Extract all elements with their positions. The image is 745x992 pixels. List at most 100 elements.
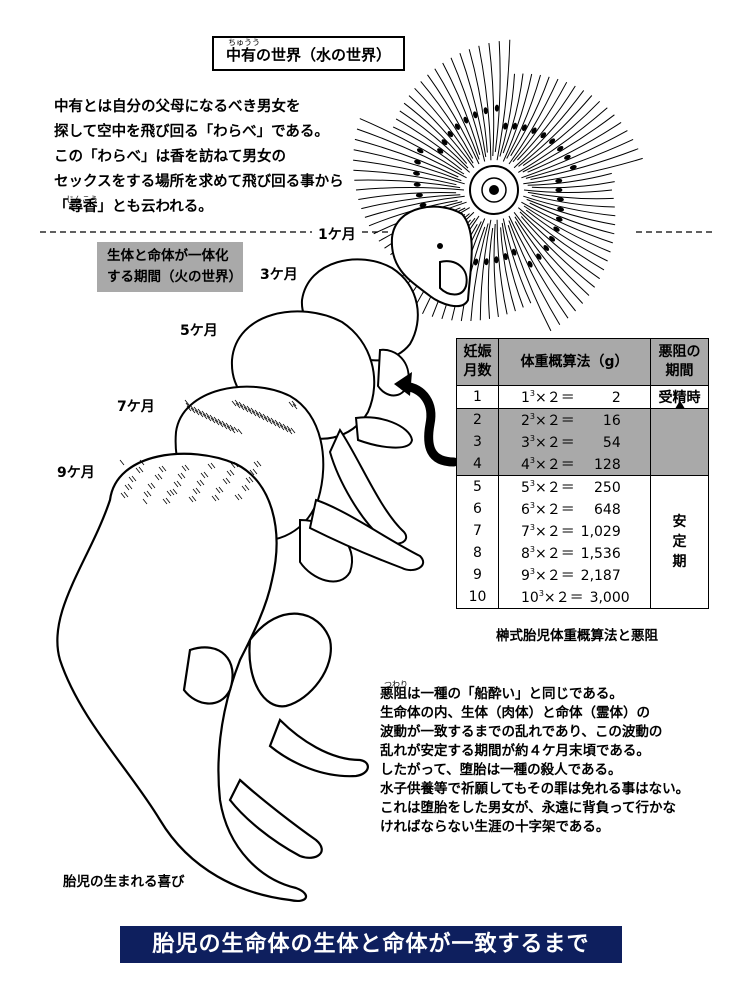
para-line-4: 乱れが安定する期間が約４ケ月末頃である。 xyxy=(380,743,650,759)
row-formula: 23×２＝16 xyxy=(498,408,651,431)
month-label-9: 9ケ月 xyxy=(57,465,95,481)
para-line-2: 生命体の内、生体（肉体）と命体（霊体）の xyxy=(380,705,650,721)
egg-cell-icon xyxy=(469,165,519,215)
para-line-5: したがって、堕胎は一種の殺人である。 xyxy=(380,762,622,778)
formula-value: 250 xyxy=(594,480,621,496)
footer-title: 胎児の生命体の生体と命体が一致するまで xyxy=(120,926,622,963)
formula-value: 128 xyxy=(594,457,621,473)
table-caption: 榊式胎児体重概算法と悪阻 xyxy=(496,628,658,644)
para-line-8: ければならない生涯の十字架である。 xyxy=(380,819,610,835)
formula-exponent: 3 xyxy=(529,567,536,576)
para-line-7: これは堕胎をした男女が、永遠に背負って行かな xyxy=(380,800,677,816)
water-ruby: ちゅうう xyxy=(228,38,260,47)
period-fertilization: 受精時 xyxy=(650,385,709,409)
period-stable-char: 安 xyxy=(672,514,687,530)
fire-world-box: 生体と命体が一体化 する期間（火の世界） xyxy=(97,242,243,292)
formula-value: 648 xyxy=(594,502,621,518)
formula-value: 2 xyxy=(611,390,621,406)
formula-exponent: 3 xyxy=(529,389,536,398)
arrow-head-icon xyxy=(394,372,412,396)
para-line-3: 波動が一致するまでの乱れであり、この波動の xyxy=(380,724,663,740)
fetus-hair-texture xyxy=(119,399,298,505)
row-formula: 83×２＝ 1,536 xyxy=(498,542,651,564)
formula-exponent: 3 xyxy=(529,412,536,421)
formula-exponent: 3 xyxy=(529,434,536,443)
fire-box-line-2: する期間（火の世界） xyxy=(107,269,242,285)
formula-base: 9 xyxy=(521,568,530,584)
row-formula: 33×２＝54 xyxy=(498,431,651,453)
header-formula: 体重概算法（g） xyxy=(498,338,651,386)
water-world-label: 中有の世界（水の世界） xyxy=(226,46,392,64)
period-stable-char: 定 xyxy=(672,534,687,550)
formula-operator: ×２＝ xyxy=(535,546,575,562)
intro-line-5: 「尋香」とも云われる。 xyxy=(54,199,213,215)
formula-value: 1,029 xyxy=(580,524,621,540)
formula-operator: ×２＝ xyxy=(543,590,584,606)
formula-operator: ×２＝ xyxy=(535,413,575,429)
row-month: 10 xyxy=(456,586,499,609)
row-formula: 63×２＝648 xyxy=(498,498,651,520)
month-label-5: 5ケ月 xyxy=(180,323,218,339)
formula-operator: ×２＝ xyxy=(535,568,575,584)
row-month: 1 xyxy=(456,385,499,409)
nausea-paragraph: つわり 悪阻は一種の「船酔い」と同じである。 生命体の内、生体（肉体）と命体（霊… xyxy=(380,680,689,837)
para-ruby-tsuwari: つわり xyxy=(384,680,408,689)
formula-operator: ×２＝ xyxy=(535,390,575,406)
fire-box-line-1: 生体と命体が一体化 xyxy=(107,248,229,264)
period-stable-char: 期 xyxy=(672,554,687,570)
one-month-label: 1ケ月 xyxy=(318,227,356,243)
row-month: 2 xyxy=(456,408,499,431)
para-line-1: 悪阻は一種の「船酔い」と同じである。 xyxy=(380,686,623,702)
formula-base: 8 xyxy=(521,546,530,562)
formula-base: 5 xyxy=(521,480,530,496)
table-header-row: 妊娠月数 体重概算法（g） 悪阻の期間 xyxy=(456,338,709,386)
formula-exponent: 3 xyxy=(529,523,536,532)
intro-line-2: 探して空中を飛び回る「わらべ」である。 xyxy=(54,124,329,140)
formula-base: 3 xyxy=(521,435,530,451)
formula-base: 10 xyxy=(521,590,539,606)
row-month: 4 xyxy=(456,453,499,476)
fetus-joy-label: 胎児の生まれる喜び xyxy=(63,874,185,890)
intro-line-5-wrap: じんこう 「尋香」とも云われる。 xyxy=(54,195,344,220)
fetus-1-month xyxy=(390,205,473,308)
para-line-1-wrap: つわり 悪阻は一種の「船酔い」と同じである。 xyxy=(380,680,689,704)
row-month: 7 xyxy=(456,520,499,542)
water-world-box: ちゅうう 中有の世界（水の世界） xyxy=(212,36,406,71)
formula-value: 2,187 xyxy=(580,568,621,584)
formula-exponent: 3 xyxy=(529,545,536,554)
fetus-9-month xyxy=(56,452,369,902)
month-label-7: 7ケ月 xyxy=(117,399,155,415)
row-month: 6 xyxy=(456,498,499,520)
period-stable: 安定期 xyxy=(650,475,709,609)
row-formula: 13×２＝2 xyxy=(498,385,651,409)
sperm-burst-illustration xyxy=(353,39,643,332)
formula-base: 7 xyxy=(521,524,530,540)
month-label-3: 3ケ月 xyxy=(260,267,298,283)
row-formula: 93×２＝ 2,187 xyxy=(498,564,651,586)
formula-value: 1,536 xyxy=(580,546,621,562)
row-month: 9 xyxy=(456,564,499,586)
row-formula: 53×２＝ 250 xyxy=(498,475,651,498)
intro-line-1: 中有とは自分の父母になるべき男女を xyxy=(54,99,301,115)
row-formula: 43×２＝128 xyxy=(498,453,651,476)
header-period: 悪阻の期間 xyxy=(650,338,709,386)
header-months: 妊娠月数 xyxy=(456,338,499,386)
formula-exponent: 3 xyxy=(529,479,536,488)
formula-exponent: 3 xyxy=(529,456,536,465)
formula-exponent: 3 xyxy=(529,501,536,510)
formula-base: 6 xyxy=(521,502,530,518)
formula-exponent: 3 xyxy=(538,589,544,598)
row-month: 3 xyxy=(456,431,499,453)
formula-operator: ×２＝ xyxy=(535,480,575,496)
intro-line-3: この「わらべ」は香を訪ねて男女の xyxy=(54,149,286,165)
formula-value: 16 xyxy=(602,413,621,429)
